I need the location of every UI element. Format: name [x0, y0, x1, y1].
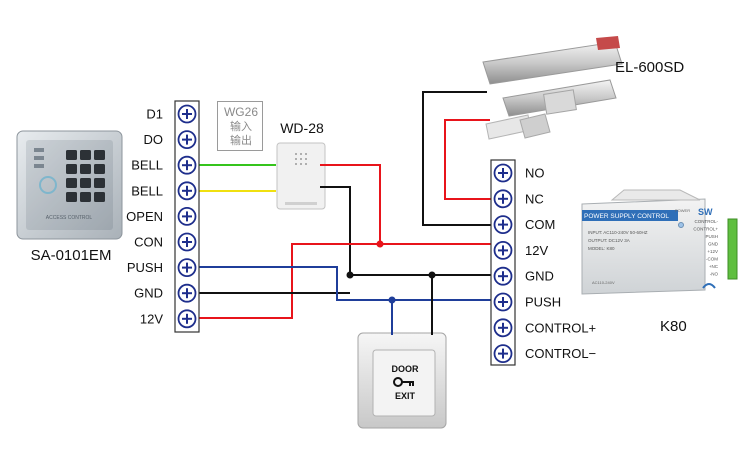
right-terminal-label: CONTROL+: [525, 320, 596, 335]
left-terminal-label: BELL: [131, 183, 163, 198]
power-supply-device: POWER SUPPLY CONTROL INPUT: AC110-240V 5…: [581, 189, 738, 295]
psu-side-label: +12V: [707, 249, 718, 254]
right-terminal-label: NO: [525, 166, 545, 181]
right-terminal-label: 12V: [525, 243, 548, 258]
psu-name: K80: [660, 318, 687, 335]
key-icon: [393, 377, 414, 387]
left-terminal-screw-icon: [177, 181, 197, 201]
doorbell-device: [276, 142, 326, 210]
keypad-name: SA-0101EM: [31, 247, 112, 264]
right-terminal-label: GND: [525, 269, 554, 284]
left-terminal-block: [174, 100, 200, 333]
psu-side-label: +NC: [709, 264, 719, 269]
psu-side-label: GND: [708, 242, 719, 247]
psu-terminal-block: [727, 218, 738, 280]
psu-side-label: -NO: [710, 272, 719, 277]
left-terminal-label: 12V: [140, 311, 163, 326]
left-terminal-label: GND: [134, 286, 163, 301]
wg26-note: WG26 输入 输出: [217, 101, 263, 151]
keypad-keys: [66, 150, 105, 202]
right-terminal-screw-icon: [493, 292, 513, 312]
wire-bell-red: [320, 164, 500, 245]
wire-lock-black: [422, 91, 500, 226]
exit-button-line2: EXIT: [395, 391, 416, 401]
psu-model: MODEL: K80: [588, 246, 615, 251]
right-terminal-block: [490, 159, 516, 366]
right-terminal-screw-icon: [493, 189, 513, 209]
psu-power-label: POWER: [675, 208, 690, 213]
left-terminal-screw-icon: [177, 155, 197, 175]
junction-red: [376, 240, 384, 248]
left-terminal-screw-icon: [177, 309, 197, 329]
left-terminal-label: BELL: [131, 158, 163, 173]
wg26-note-line1: WG26: [223, 105, 258, 119]
wires: [199, 91, 500, 335]
right-terminal-screw-icon: [493, 163, 513, 183]
wire-keypad-push-blue: [199, 266, 500, 301]
left-terminal-label: OPEN: [126, 209, 163, 224]
keypad-device: ACCESS CONTROL: [16, 130, 123, 240]
right-terminal-screw-icon: [493, 266, 513, 286]
psu-output: OUTPUT: DC12V 3A: [588, 238, 630, 243]
right-terminal-label: PUSH: [525, 295, 561, 310]
psu-ac-label: AC110-240V: [592, 280, 615, 285]
psu-power-led: [678, 222, 684, 228]
junction-black-2: [428, 271, 436, 279]
exit-button-line1: DOOR: [392, 364, 420, 374]
lock-name: EL-600SD: [615, 59, 684, 76]
wire-bell-black: [320, 186, 500, 276]
left-terminal-screw-icon: [177, 232, 197, 252]
right-terminal-screw-icon: [493, 318, 513, 338]
left-terminal-label: PUSH: [127, 260, 163, 275]
keypad-caption: ACCESS CONTROL: [46, 215, 93, 221]
left-terminal-label: CON: [134, 235, 163, 250]
electric-lock-device: [482, 36, 623, 140]
right-terminal-screw-icon: [493, 240, 513, 260]
left-terminal-screw-icon: [177, 130, 197, 150]
doorbell-name: WD-28: [280, 120, 324, 136]
psu-input: INPUT: AC110-240V 50-60HZ: [588, 230, 648, 235]
right-terminal-label: NC: [525, 191, 544, 206]
psu-brand: SW: [698, 207, 713, 217]
right-terminal-label: COM: [525, 217, 555, 232]
junction-blue: [388, 296, 396, 304]
psu-side-label: -COM: [706, 257, 718, 262]
left-terminal-screw-icon: [177, 258, 197, 278]
left-terminal-label: D1: [146, 107, 163, 122]
wire-keypad-12v-red: [199, 243, 380, 319]
psu-side-label: PUSH: [705, 234, 718, 239]
left-terminal-screw-icon: [177, 283, 197, 303]
left-terminal-label: DO: [144, 132, 164, 147]
wg26-note-line3: 输出: [230, 135, 252, 147]
psu-side-label: CONTROL+: [693, 227, 718, 232]
right-terminal-label: CONTROL−: [525, 346, 596, 361]
right-terminal-screw-icon: [493, 215, 513, 235]
left-terminal-screw-icon: [177, 104, 197, 124]
right-terminal-screw-icon: [493, 344, 513, 364]
junction-black-1: [346, 271, 354, 279]
exit-button-device: DOOR EXIT: [357, 332, 447, 429]
psu-side-labels: CONTROL- CONTROL+ PUSH GND +12V -COM +NC -NO: [693, 219, 718, 277]
wire-lock-red: [444, 119, 500, 200]
right-terminal-labels: NO NC COM 12V GND PUSH CONTROL+ CONTROL−: [525, 166, 596, 362]
wg26-note-line2: 输入: [230, 121, 252, 133]
psu-side-label: CONTROL-: [695, 219, 719, 224]
left-terminal-screw-icon: [177, 206, 197, 226]
psu-title: POWER SUPPLY CONTROL: [584, 213, 669, 220]
